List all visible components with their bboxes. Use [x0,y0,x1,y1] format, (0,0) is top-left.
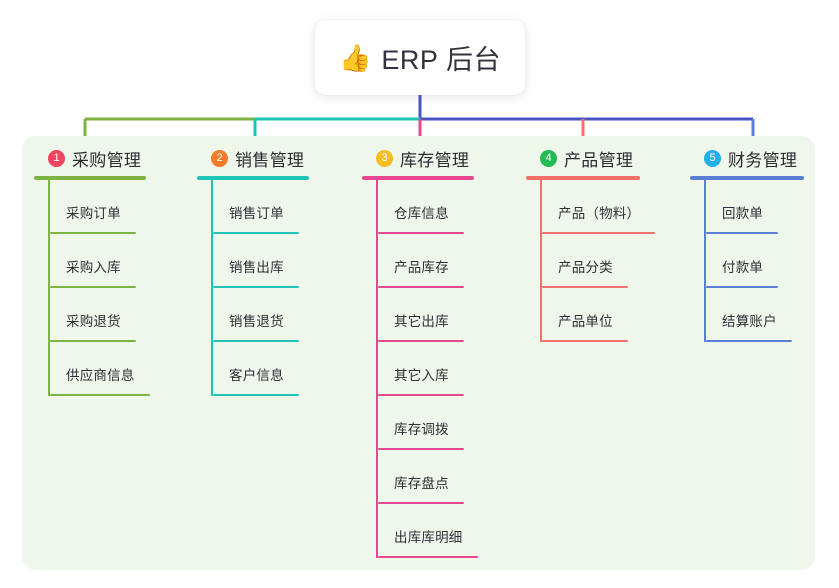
branch-underline [526,176,640,180]
leaf-node[interactable]: 结算账户 [706,288,804,342]
leaf-node[interactable]: 客户信息 [213,342,309,396]
branch-underline [34,176,146,180]
leaf-node[interactable]: 付款单 [706,234,804,288]
leaf-underline [378,394,464,396]
leaf-node[interactable]: 采购订单 [50,180,146,234]
branch-header-2[interactable]: 2 销售管理 [197,146,309,170]
branch-header-3[interactable]: 3 库存管理 [362,146,474,170]
branch-title: 财务管理 [728,150,798,170]
branch-spine: 回款单付款单结算账户 [704,180,804,342]
leaf-node[interactable]: 出库库明细 [378,504,478,558]
branch-column-5: 5 财务管理回款单付款单结算账户 [690,146,804,342]
leaf-node[interactable]: 其它入库 [378,342,474,396]
diagram-panel [22,136,815,570]
leaf-node-label: 产品（物料） [558,206,641,221]
leaf-node[interactable]: 产品库存 [378,234,474,288]
leaf-underline [378,286,464,288]
branch-underline [362,176,474,180]
leaf-node[interactable]: 其它出库 [378,288,474,342]
branch-title: 产品管理 [564,150,634,170]
leaf-underline [378,502,464,504]
branch-badge-icon: 1 [48,149,65,167]
branch-underline [690,176,804,180]
leaf-underline [213,232,299,234]
branch-badge-icon: 3 [376,149,393,167]
root-node-label: ERP 后台 [381,45,501,75]
leaf-underline [378,232,464,234]
leaf-underline [213,286,299,288]
branch-badge-icon: 2 [211,149,228,167]
leaf-underline [50,394,150,396]
leaf-node-label: 产品单位 [558,314,613,329]
branch-spine: 产品（物料） 产品分类产品单位 [540,180,655,342]
leaf-node-label: 采购退货 [66,314,121,329]
leaf-underline [542,340,628,342]
branch-spine: 仓库信息产品库存其它出库其它入库库存调拨库存盘点出库库明细 [376,180,478,558]
leaf-node-label: 供应商信息 [66,368,135,383]
leaf-node-label: 销售订单 [229,206,284,221]
leaf-underline [378,448,464,450]
leaf-node-label: 付款单 [722,260,764,275]
leaf-node[interactable]: 销售出库 [213,234,309,288]
leaf-node[interactable]: 库存盘点 [378,450,474,504]
branch-title: 销售管理 [235,150,305,170]
leaf-node[interactable]: 产品单位 [542,288,640,342]
leaf-node[interactable]: 产品（物料） [542,180,655,234]
leaf-underline [378,556,478,558]
branch-title: 采购管理 [72,150,142,170]
leaf-node-label: 产品库存 [394,260,449,275]
leaf-node[interactable]: 销售订单 [213,180,309,234]
leaf-node-label: 出库库明细 [394,530,463,545]
leaf-underline [706,340,792,342]
leaf-node-label: 库存调拨 [394,422,449,437]
leaf-node-label: 回款单 [722,206,764,221]
leaf-node-label: 仓库信息 [394,206,449,221]
leaf-underline [706,286,778,288]
leaf-node[interactable]: 采购退货 [50,288,146,342]
branch-header-5[interactable]: 5 财务管理 [690,146,804,170]
leaf-node-label: 产品分类 [558,260,613,275]
leaf-node[interactable]: 库存调拨 [378,396,474,450]
leaf-node-label: 客户信息 [229,368,284,383]
leaf-node-label: 采购订单 [66,206,121,221]
leaf-underline [378,340,464,342]
leaf-underline [706,232,778,234]
leaf-node-label: 其它出库 [394,314,449,329]
leaf-underline [213,340,299,342]
branch-underline [197,176,309,180]
branch-column-3: 3 库存管理仓库信息产品库存其它出库其它入库库存调拨库存盘点出库库明细 [362,146,478,558]
branch-header-1[interactable]: 1 采购管理 [34,146,146,170]
leaf-node[interactable]: 仓库信息 [378,180,474,234]
leaf-underline [50,232,136,234]
root-node[interactable]: 👍 ERP 后台 [315,20,525,95]
leaf-underline [542,286,628,288]
branch-spine: 销售订单销售出库销售退货客户信息 [211,180,309,396]
leaf-underline [213,394,299,396]
branch-column-4: 4 产品管理产品（物料） 产品分类产品单位 [526,146,655,342]
branch-title: 库存管理 [400,150,470,170]
leaf-node[interactable]: 销售退货 [213,288,309,342]
leaf-node-label: 库存盘点 [394,476,449,491]
branch-header-4[interactable]: 4 产品管理 [526,146,640,170]
leaf-underline [50,286,136,288]
branch-badge-icon: 4 [540,149,557,167]
branch-badge-icon: 5 [704,149,721,167]
leaf-node[interactable]: 采购入库 [50,234,146,288]
leaf-node-label: 采购入库 [66,260,121,275]
leaf-node-label: 销售出库 [229,260,284,275]
leaf-node-label: 结算账户 [722,314,777,329]
leaf-underline [50,340,136,342]
leaf-node[interactable]: 产品分类 [542,234,640,288]
branch-spine: 采购订单采购入库采购退货供应商信息 [48,180,150,396]
leaf-node[interactable]: 回款单 [706,180,804,234]
leaf-node-label: 其它入库 [394,368,449,383]
leaf-node[interactable]: 供应商信息 [50,342,150,396]
branch-column-2: 2 销售管理销售订单销售出库销售退货客户信息 [197,146,309,396]
thumbs-up-icon: 👍 [339,42,372,73]
leaf-underline [542,232,655,234]
leaf-node-label: 销售退货 [229,314,284,329]
branch-column-1: 1 采购管理采购订单采购入库采购退货供应商信息 [34,146,150,396]
